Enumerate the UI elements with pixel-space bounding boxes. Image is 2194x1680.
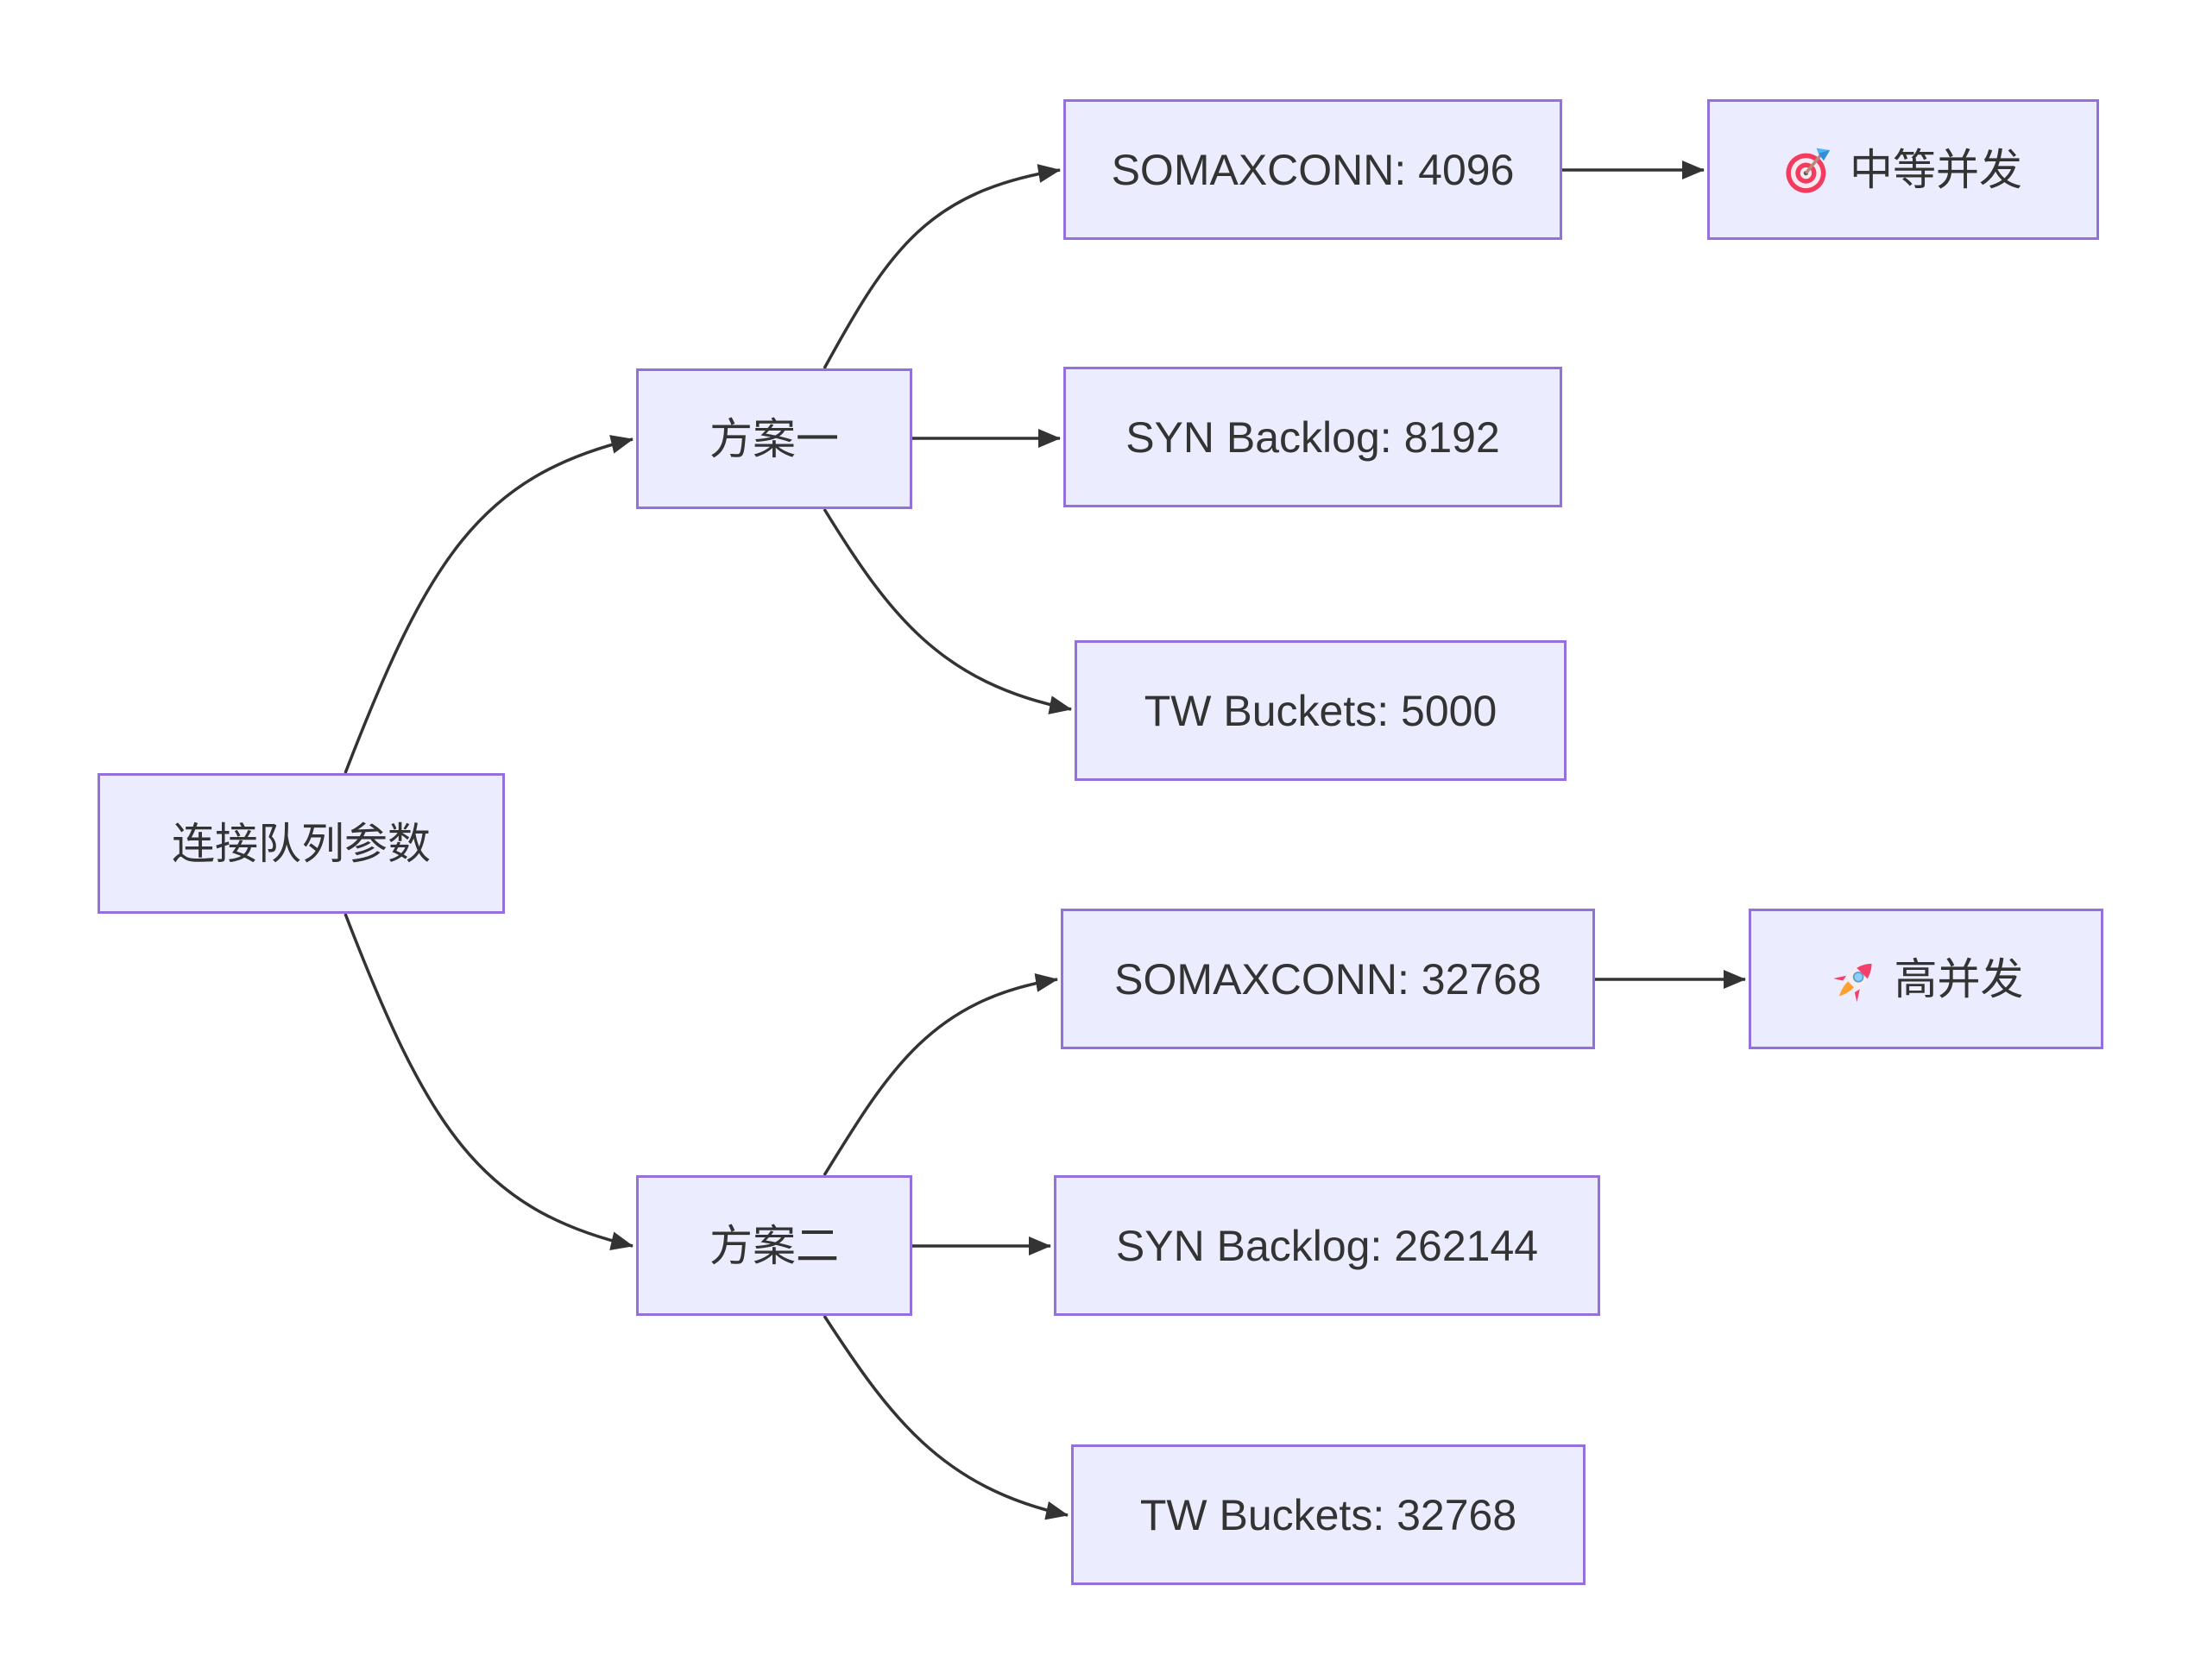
node-plan2-result-label: 高并发: [1894, 954, 2024, 1004]
node-plan1-somaxconn: SOMAXCONN: 4096: [1063, 99, 1562, 240]
node-plan2-somaxconn-label: SOMAXCONN: 32768: [1114, 954, 1541, 1004]
node-plan2-syn-backlog: SYN Backlog: 262144: [1054, 1175, 1600, 1316]
node-plan1: 方案一: [636, 368, 912, 509]
node-plan1-tw-buckets: TW Buckets: 5000: [1075, 640, 1567, 781]
node-plan1-result-label: 中等并发: [1850, 145, 2022, 194]
node-plan1-label: 方案一: [709, 414, 839, 463]
node-plan2-somaxconn: SOMAXCONN: 32768: [1061, 909, 1595, 1049]
node-plan1-somaxconn-label: SOMAXCONN: 4096: [1111, 145, 1515, 194]
node-root: 连接队列参数: [98, 773, 505, 914]
node-plan2: 方案二: [636, 1175, 912, 1316]
node-plan1-syn-backlog: SYN Backlog: 8192: [1063, 367, 1562, 507]
node-plan2-tw-buckets: TW Buckets: 32768: [1071, 1444, 1586, 1585]
rocket-icon: [1829, 954, 1879, 1004]
node-plan2-syn-backlog-label: SYN Backlog: 262144: [1115, 1221, 1539, 1270]
node-plan2-tw-buckets-label: TW Buckets: 32768: [1139, 1490, 1517, 1539]
node-plan2-result: 高并发: [1749, 909, 2103, 1049]
node-plan1-tw-buckets-label: TW Buckets: 5000: [1144, 686, 1497, 735]
node-plan1-result: 中等并发: [1707, 99, 2099, 240]
edge-plan1-somaxconn: [823, 164, 1061, 369]
node-root-label: 连接队列参数: [172, 819, 431, 868]
edge-plan2-tw-buckets: [823, 1315, 1069, 1520]
node-plan2-label: 方案二: [709, 1221, 839, 1270]
edge-root-plan2: [344, 913, 634, 1250]
target-icon: [1784, 145, 1834, 195]
edge-plan2-somaxconn: [823, 973, 1058, 1176]
edge-root-plan1: [344, 435, 634, 774]
node-plan1-syn-backlog-label: SYN Backlog: 8192: [1125, 412, 1500, 462]
edge-plan1-tw-buckets: [823, 508, 1072, 714]
